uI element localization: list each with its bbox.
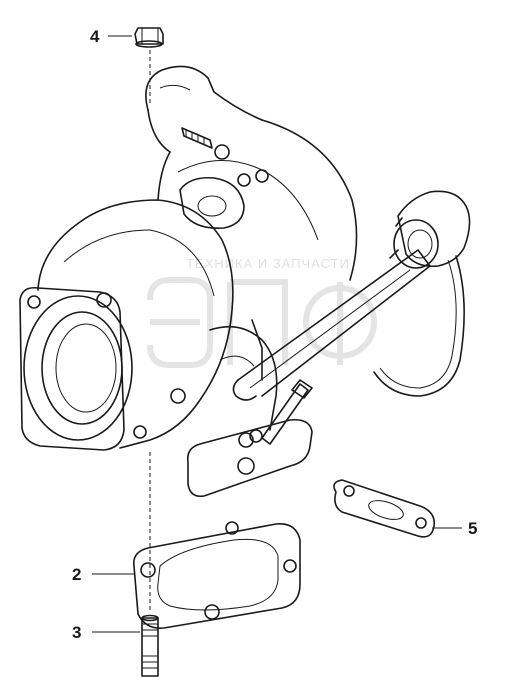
watermark-text: ТЕХНИКА И ЗАПЧАСТИ (186, 256, 350, 271)
turbocharger-assembly (19, 65, 471, 498)
part-2-gasket (132, 521, 301, 630)
callout-2: 2 (72, 565, 81, 584)
part-4-nut (134, 27, 164, 48)
part-3-stud (141, 614, 159, 677)
callout-4: 4 (90, 27, 100, 46)
part-5-gasket (333, 479, 436, 538)
watermark: ТЕХНИКА И ЗАПЧАСТИ (147, 256, 377, 368)
leader-lines (92, 35, 462, 633)
callout-5: 5 (468, 519, 477, 538)
callout-3: 3 (72, 623, 81, 642)
